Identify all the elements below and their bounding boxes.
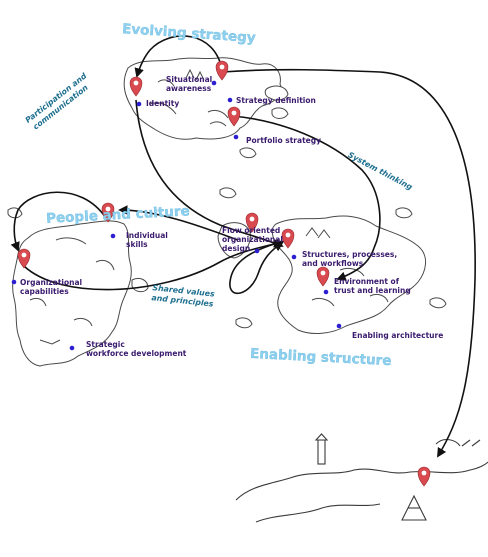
- label-individual-line2: skills: [126, 240, 148, 249]
- dot-portfolio-strategy: [233, 134, 239, 140]
- label-environment-line2: trust and learning: [334, 286, 411, 295]
- label-strategy-definition: Strategy definition: [236, 96, 316, 105]
- label-strategic-workforce: Strategic workforce development: [86, 340, 187, 358]
- island-people-culture: [12, 220, 132, 367]
- island-evolving-small: [239, 85, 289, 159]
- location-dots: [11, 80, 342, 351]
- label-individual-skills: Individual skills: [126, 231, 168, 249]
- island-enabling-small: [217, 187, 447, 329]
- label-workforce-line1: Strategic: [86, 340, 125, 349]
- dot-strategy-definition: [227, 97, 233, 103]
- dot-flow-oriented: [254, 248, 260, 254]
- dot-organizational-capabilities: [11, 279, 17, 285]
- label-situational-line1: Situational: [166, 75, 212, 84]
- region-title-evolving-strategy: Evolving strategy: [122, 21, 257, 46]
- label-flow-line2: organizational: [222, 235, 283, 244]
- coastline: [235, 433, 488, 523]
- label-orgcap-line2: capabilities: [20, 287, 69, 296]
- label-structures-line2: and workflows: [302, 259, 364, 268]
- dot-strategic-workforce: [69, 345, 75, 351]
- theme-shared-values: Shared values and principles: [151, 283, 215, 308]
- label-environment-trust: Environment of trust and learning: [334, 277, 411, 295]
- label-flow-oriented: Flow oriented organizational design: [222, 226, 283, 253]
- label-flow-line3: design: [222, 244, 250, 253]
- label-orgcap-line1: Organizational: [20, 278, 82, 287]
- dot-identity: [136, 101, 142, 107]
- region-title-people-culture: People and culture: [46, 203, 190, 226]
- theme-system-thinking: System thinking: [346, 150, 414, 192]
- dot-situational-awareness: [211, 80, 217, 86]
- island-evolving-strategy: [123, 57, 282, 140]
- label-structures-line1: Structures, processes,: [302, 250, 397, 259]
- label-identity: Identity: [146, 99, 179, 108]
- label-flow-line1: Flow oriented: [222, 226, 280, 235]
- label-individual-line1: Individual: [126, 231, 168, 240]
- dot-individual-skills: [110, 233, 116, 239]
- label-enabling-architecture: Enabling architecture: [352, 331, 443, 340]
- label-environment-line1: Environment of: [334, 277, 400, 286]
- label-situational-line2: awareness: [166, 84, 212, 93]
- pin-destination[interactable]: [417, 466, 431, 487]
- dot-structures-processes: [291, 254, 297, 260]
- journey-arrows: [10, 35, 476, 458]
- label-organizational-capabilities: Organizational capabilities: [20, 278, 82, 296]
- region-title-enabling-structure: Enabling structure: [250, 346, 392, 369]
- theme-participation: Participation and communication: [24, 71, 91, 131]
- dot-enabling-architecture: [336, 323, 342, 329]
- label-workforce-line2: workforce development: [86, 349, 187, 358]
- dot-environment-trust: [323, 289, 329, 295]
- label-portfolio-strategy: Portfolio strategy: [246, 136, 321, 145]
- label-structures-processes: Structures, processes, and workflows: [302, 250, 397, 268]
- label-situational-awareness: Situational awareness: [166, 75, 212, 93]
